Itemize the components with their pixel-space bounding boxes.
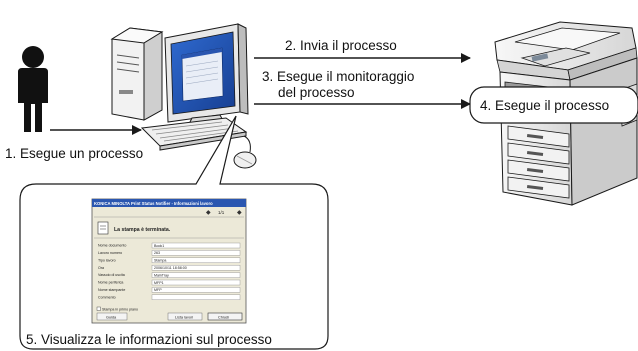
info-row-value-field — [151, 272, 241, 278]
close-button-label: Chiudi — [218, 315, 229, 319]
window-title: KONICA MINOLTA Print Status Notifier - I… — [94, 201, 213, 206]
foreground-checkbox[interactable] — [96, 306, 101, 311]
info-row-value: 2006/10/11 18:58:00 — [154, 266, 187, 270]
nav-prev-icon[interactable]: ◆ — [206, 210, 211, 216]
info-row-label: Nome periferica — [98, 281, 123, 285]
foreground-checkbox-label: Stampa in primo piano — [102, 308, 138, 312]
info-row-value-field — [151, 250, 241, 256]
computer-icon — [110, 23, 249, 131]
step4-label: 4. Esegue il processo — [480, 98, 609, 113]
info-row-value: MainTray — [154, 273, 169, 277]
step3-label-line2: del processo — [278, 85, 355, 100]
info-row-label: Nome stampante — [98, 288, 125, 292]
page-indicator: 1/1 — [218, 210, 225, 215]
info-row-value-field — [151, 294, 241, 300]
info-row-value-field — [151, 265, 241, 271]
info-row-label: Lavoro numero — [98, 251, 122, 255]
window-heading: La stampa è terminata. — [114, 227, 171, 233]
job-list-button[interactable] — [167, 312, 203, 321]
job-list-button-label: Lista lavori — [175, 315, 193, 319]
step5-label: 5. Visualizza le informazioni sul proces… — [26, 332, 272, 347]
nav-next-icon[interactable]: ◆ — [237, 210, 242, 216]
help-button[interactable] — [96, 312, 128, 321]
info-row-label: Tipo lavoro — [98, 258, 116, 262]
info-row-label: Nome documento — [98, 244, 126, 248]
mouse-icon — [233, 135, 257, 169]
info-row-value: MFP — [154, 288, 162, 292]
info-row-value: Book1 — [154, 244, 164, 248]
info-row-value-field — [151, 242, 241, 249]
step4-bubble — [469, 86, 638, 124]
info-row-label: Commento — [98, 295, 116, 299]
document-icon — [97, 221, 109, 235]
person-icon — [18, 46, 48, 132]
info-row-value-field — [151, 279, 241, 286]
info-row-value-field — [151, 287, 241, 293]
info-row-label: Vassoio di uscita — [98, 273, 125, 277]
step3-label-line1: 3. Esegue il monitoraggio — [262, 69, 414, 84]
close-button[interactable] — [207, 312, 243, 321]
help-button-label: Guida — [106, 315, 117, 319]
info-row-value-field — [151, 257, 241, 263]
info-row-value: MFP1 — [154, 281, 164, 285]
info-row-label: Ora — [98, 266, 104, 270]
info-row-value: 263 — [154, 251, 160, 255]
info-row-value: Stampa — [154, 259, 166, 263]
step2-label: 2. Invia il processo — [285, 38, 397, 53]
window-title-bar — [92, 199, 246, 207]
job-info-window: KONICA MINOLTA Print Status Notifier - I… — [91, 198, 247, 324]
step1-label: 1. Esegue un processo — [5, 146, 143, 161]
